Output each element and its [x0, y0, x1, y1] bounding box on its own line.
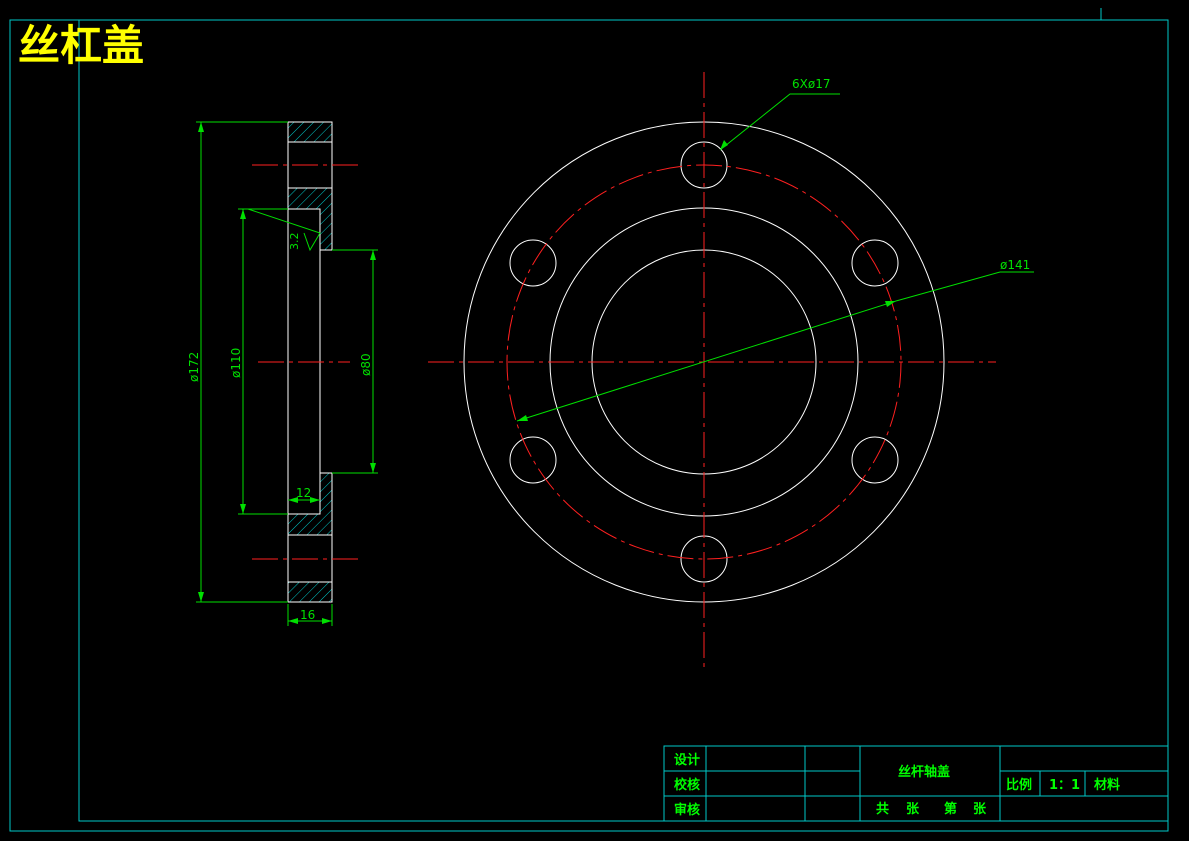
outer-border: [9, 19, 1169, 832]
front-centerlines: [428, 72, 996, 672]
label-check: 校核: [674, 777, 700, 793]
sheet-unit-2: 张: [973, 802, 987, 817]
inner-border: [78, 19, 1169, 822]
drawing-frame: [9, 8, 1169, 832]
drawing-title: 丝杠盖: [18, 21, 144, 70]
dim-pilot-diameter: ø110: [229, 348, 243, 378]
bolt-hole: [851, 436, 899, 484]
label-design: 设计: [674, 752, 700, 768]
side-centerlines: [252, 164, 362, 560]
dim-roughness: 3.2: [288, 233, 301, 251]
bolt-hole: [851, 239, 899, 287]
bolt-hole: [509, 436, 557, 484]
side-dim-arrows: [198, 122, 376, 624]
material-label: 材料: [1094, 777, 1120, 793]
dim-total-width: 16: [300, 608, 315, 622]
side-outline: [287, 122, 333, 602]
side-view: ø172 ø110 ø80 3.2 12 16: [187, 121, 378, 626]
side-dimensions: [196, 121, 378, 626]
dim-bore-diameter: ø80: [359, 353, 373, 376]
dim-outer-diameter: ø172: [187, 352, 201, 382]
hatch-bottom-flange: [287, 581, 333, 603]
part-name: 丝杆轴盖: [898, 764, 950, 780]
label-approve: 审核: [674, 802, 700, 818]
hatch-lower-body: [287, 472, 333, 536]
hole-callout: 6Xø17: [792, 77, 830, 91]
title-block: 设计 校核 审核 丝杆轴盖 共 张 第 张 比例 1：1 材料: [663, 745, 1169, 822]
front-view: 6Xø17 ø141: [428, 72, 1034, 672]
bolt-hole: [680, 141, 728, 189]
scale-value: 1：1: [1049, 778, 1080, 793]
scale-label: 比例: [1006, 777, 1032, 793]
sheet-unit-1: 张: [906, 802, 920, 817]
sheet-number: 第: [944, 801, 957, 817]
bolt-circle-callout: ø141: [1000, 258, 1030, 272]
front-dimensions: [516, 93, 1034, 422]
front-dim-arrows: [517, 140, 896, 421]
bolt-hole: [509, 239, 557, 287]
dim-pilot-width: 12: [296, 486, 311, 500]
hatch-top-flange: [287, 121, 333, 143]
sheet-total: 共: [876, 801, 889, 817]
